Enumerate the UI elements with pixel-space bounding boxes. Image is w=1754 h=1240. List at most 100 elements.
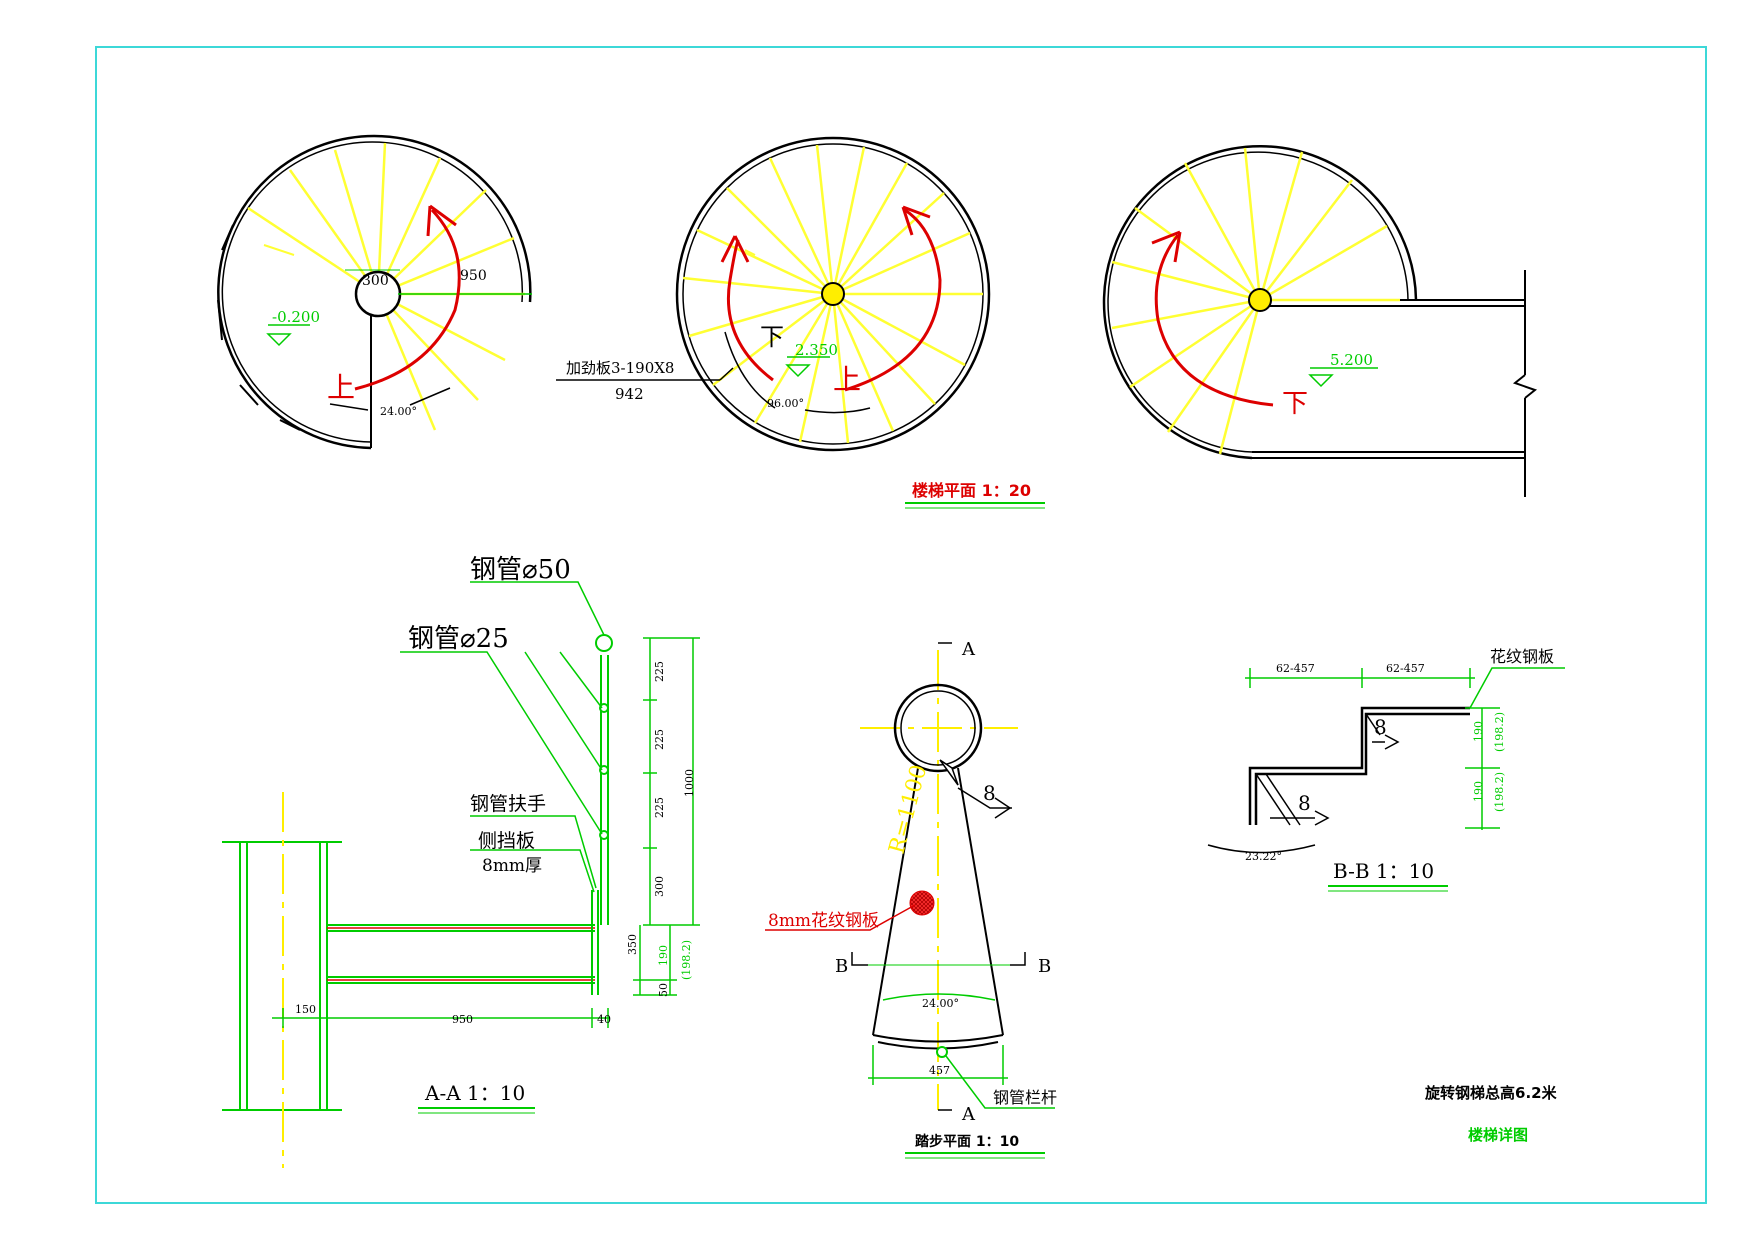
plan1-angle-arc [329, 387, 451, 411]
plan3-center-column [1248, 288, 1272, 312]
aa-label-thickness: 8mm厚 [482, 856, 542, 876]
plan3-arrowhead [1151, 230, 1182, 263]
tread-plan: A A B B R=1100 8 8mm花纹钢板 24.00° 457 钢管栏杆… [765, 639, 1057, 1159]
tread-radius: R=1100 [885, 762, 933, 856]
plan2-treads [682, 144, 983, 444]
plan3-level: 5.200 [1330, 351, 1373, 369]
tread-section-a-top: A [961, 639, 976, 660]
section-b-b: 62-457 62-457 花纹钢板 8 8 190 (198.2) 190 (… [1207, 647, 1565, 892]
tread-plate-pattern [909, 890, 935, 916]
aa-dim-225-a: 225 [653, 661, 666, 682]
plan1-break-arc [217, 224, 301, 431]
bb-dim-top2: 62-457 [1386, 662, 1425, 675]
aa-label-sideplate: 侧挡板 [478, 830, 535, 852]
bb-title: B-B 1：10 [1333, 859, 1434, 883]
tread-column-outer [893, 683, 983, 773]
tread-angle-arc [882, 993, 996, 1001]
bb-dim-190b: 190 [1472, 781, 1485, 802]
tread-pipe-post [936, 1046, 948, 1058]
tread-width: 457 [929, 1064, 950, 1077]
plan1-up-label: 上 [327, 371, 355, 404]
plan-title: 楼梯平面 1：20 [912, 481, 1031, 500]
bb-dim-190a: 190 [1472, 721, 1485, 742]
plan2-down-arrow [726, 239, 774, 382]
aa-label-handrail: 钢管扶手 [470, 793, 546, 815]
aa-dim-50: 50 [657, 983, 670, 997]
tread-section-b-right: B [1038, 956, 1051, 977]
plan2-leader-tick [719, 367, 734, 381]
bb-plate-label: 花纹钢板 [1490, 647, 1554, 666]
aa-column [222, 841, 342, 1111]
plan1-inner-arc [221, 141, 524, 443]
stair-plan-level-2: 加劲板3-190X8 942 下 2.350 上 96.00° [556, 136, 991, 452]
plan2-down-label: 下 [760, 323, 784, 351]
aa-leaders [400, 581, 605, 893]
tread-pipe-label: 钢管栏杆 [993, 1088, 1057, 1107]
aa-dim-1000: 1000 [683, 769, 696, 797]
plan1-angle: 24.00° [380, 405, 417, 418]
tread-section-b-left: B [835, 956, 848, 977]
section-a-a: 钢管⌀50 钢管⌀25 钢管扶手 侧挡板 8mm厚 225 225 225 30… [222, 555, 700, 1168]
aa-pipe25-b [599, 765, 609, 775]
tread-weld-fillet [939, 759, 959, 786]
aa-dim-300: 300 [653, 876, 666, 897]
bb-angle: 23.22° [1245, 850, 1282, 863]
aa-tread-beam [327, 924, 595, 984]
tread-section-a-bottom: A [961, 1104, 976, 1125]
aa-dim-40: 40 [597, 1013, 611, 1026]
bb-dim-right [1465, 707, 1500, 830]
plan1-level: -0.200 [272, 308, 320, 326]
plan2-up-arrowhead [901, 205, 931, 236]
plan2-up-arrow [844, 208, 942, 392]
bb-weld2: 8 [1298, 791, 1311, 815]
stair-plan-level-1: 300 950 -0.200 上 24.00° [217, 134, 532, 450]
plan3-down-arrow [1154, 234, 1274, 407]
bb-dim-top1: 62-457 [1276, 662, 1315, 675]
bb-dim-198a: (198.2) [1493, 712, 1506, 752]
tread-width-dim [868, 1045, 1008, 1085]
aa-dim-350: 350 [626, 934, 639, 955]
plan1-treads [247, 142, 525, 431]
plan3-down-label: 下 [1282, 389, 1308, 419]
bb-weld1: 8 [1374, 715, 1387, 739]
aa-label-pipe25: 钢管⌀25 [408, 624, 509, 654]
plan2-outer-circle [675, 136, 991, 452]
tread-plate-label: 8mm花纹钢板 [768, 911, 879, 931]
tread-section-marks [851, 642, 1026, 1111]
aa-label-pipe50: 钢管⌀50 [470, 555, 571, 585]
plan3-inner-arc [1107, 151, 1409, 453]
aa-pipe50 [595, 634, 613, 652]
plan2-center-column [821, 282, 845, 306]
plan2-level-symbol [785, 356, 830, 378]
aa-dim-150: 150 [295, 1003, 316, 1016]
bb-angle-arc [1207, 844, 1316, 854]
plan1-arrowhead [426, 204, 457, 237]
tread-angle: 24.00° [922, 997, 959, 1010]
aa-dim-198: (198.2) [680, 940, 693, 980]
note-total-height: 旋转钢梯总高6.2米 [1424, 1084, 1558, 1102]
bb-dim-top [1245, 668, 1475, 688]
tread-plate-leader [765, 904, 916, 931]
plan3-floor-slab [1252, 270, 1538, 497]
aa-dim-190: 190 [657, 945, 670, 966]
tread-weld-leader [957, 787, 1012, 809]
aa-dim-225-b: 225 [653, 729, 666, 750]
aa-title: A-A 1：10 [424, 1081, 525, 1105]
tread-weld-size: 8 [983, 781, 996, 805]
plan3-outer-arc [1102, 145, 1418, 460]
plan3-level-symbol [1308, 367, 1378, 388]
plan2-angle-arc [724, 331, 871, 414]
stair-plan-level-3: 5.200 下 [1102, 145, 1538, 497]
plan1-outer-arc [217, 134, 532, 450]
note-drawing-name: 楼梯详图 [1468, 1126, 1528, 1144]
plan2-break-mark [744, 249, 756, 256]
plan1-up-arrow [354, 208, 461, 391]
plan1-dim-950: 950 [460, 268, 487, 284]
bb-plate-leader [1469, 667, 1565, 709]
plan1-dim-300: 300 [362, 273, 389, 289]
sheet-frame [95, 46, 1707, 1204]
aa-dim-950: 950 [452, 1013, 473, 1026]
tread-column-inner [900, 690, 976, 766]
tread-pipe-leader [945, 1055, 1055, 1109]
